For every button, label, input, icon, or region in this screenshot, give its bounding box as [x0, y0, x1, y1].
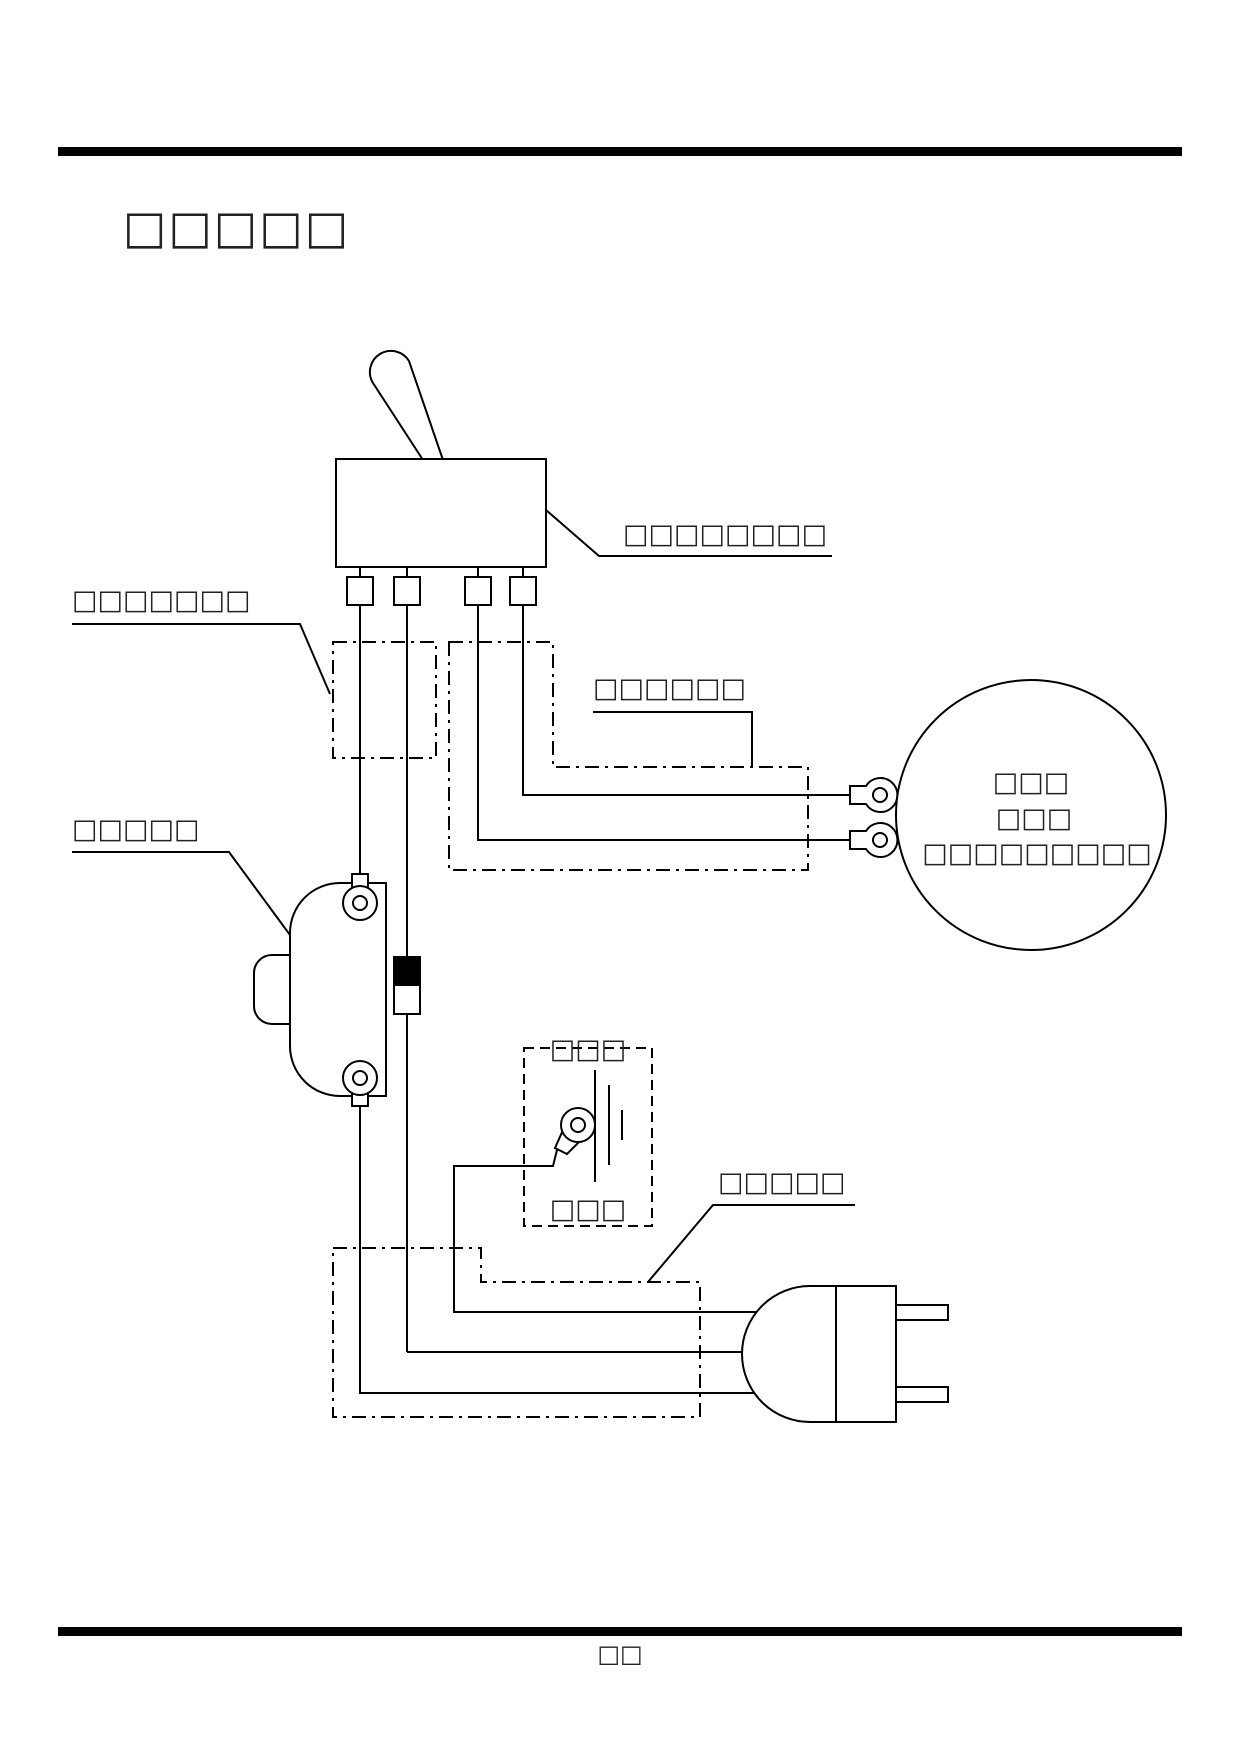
label-switch-leads: □□□□□□□: [72, 585, 251, 616]
wire-ground-to-plug: [453, 1149, 757, 1313]
plug-prong-top: [895, 1304, 949, 1321]
wire-switch-motor-b: [477, 605, 851, 841]
terminal-4: [509, 576, 537, 606]
label-ground-bottom: □□□: [550, 1194, 627, 1225]
label-ground-top: □□□: [550, 1034, 627, 1065]
inline-connector: [393, 956, 421, 1015]
power-cord-leader: [647, 1204, 855, 1283]
ground-symbol: [553, 1070, 623, 1182]
ground-group: [523, 1047, 653, 1227]
motor: [895, 679, 1167, 951]
fuse-holder-body: [289, 882, 387, 1097]
motor-label-3: □□□□□□□□□: [922, 838, 1152, 869]
motor-leads-leader: [593, 711, 753, 767]
terminal-1: [346, 576, 374, 606]
motor-label-2: □□□: [996, 803, 1073, 834]
terminal-3: [464, 576, 492, 606]
label-fuse: □□□□□: [72, 814, 200, 845]
page-number: □□: [597, 1640, 643, 1668]
switch-leads-leader: [72, 623, 331, 695]
motor-leads-group: [448, 641, 809, 871]
terminal-2: [393, 576, 421, 606]
motor-label-1: □□□: [993, 767, 1070, 798]
switch-leader-line: [545, 509, 832, 557]
motor-terminal-a: [849, 777, 899, 813]
fuse-holder: [253, 873, 387, 1107]
header-rule: [58, 147, 1182, 156]
motor-terminal-b: [849, 822, 899, 858]
page-title: □□□□□: [123, 200, 351, 254]
wire-fuse-to-plug: [359, 1106, 757, 1394]
label-toggle-switch: □□□□□□□□: [623, 519, 827, 550]
label-power-cord: □□□□□: [718, 1167, 846, 1198]
label-motor-leads: □□□□□□: [593, 673, 746, 704]
power-plug: [741, 1285, 949, 1423]
footer-rule: [58, 1627, 1182, 1636]
fuse-leader: [72, 851, 291, 936]
switch-leads-group: [332, 641, 437, 759]
switch-body: [335, 458, 547, 568]
wire-switch-motor-a: [522, 605, 851, 796]
toggle-switch: [335, 349, 547, 606]
toggle-lever: [368, 349, 445, 461]
fuse-holder-tab: [253, 954, 301, 1025]
power-cord-group: [332, 1247, 701, 1418]
plug-prong-bottom: [895, 1386, 949, 1403]
plug-body: [741, 1285, 897, 1423]
